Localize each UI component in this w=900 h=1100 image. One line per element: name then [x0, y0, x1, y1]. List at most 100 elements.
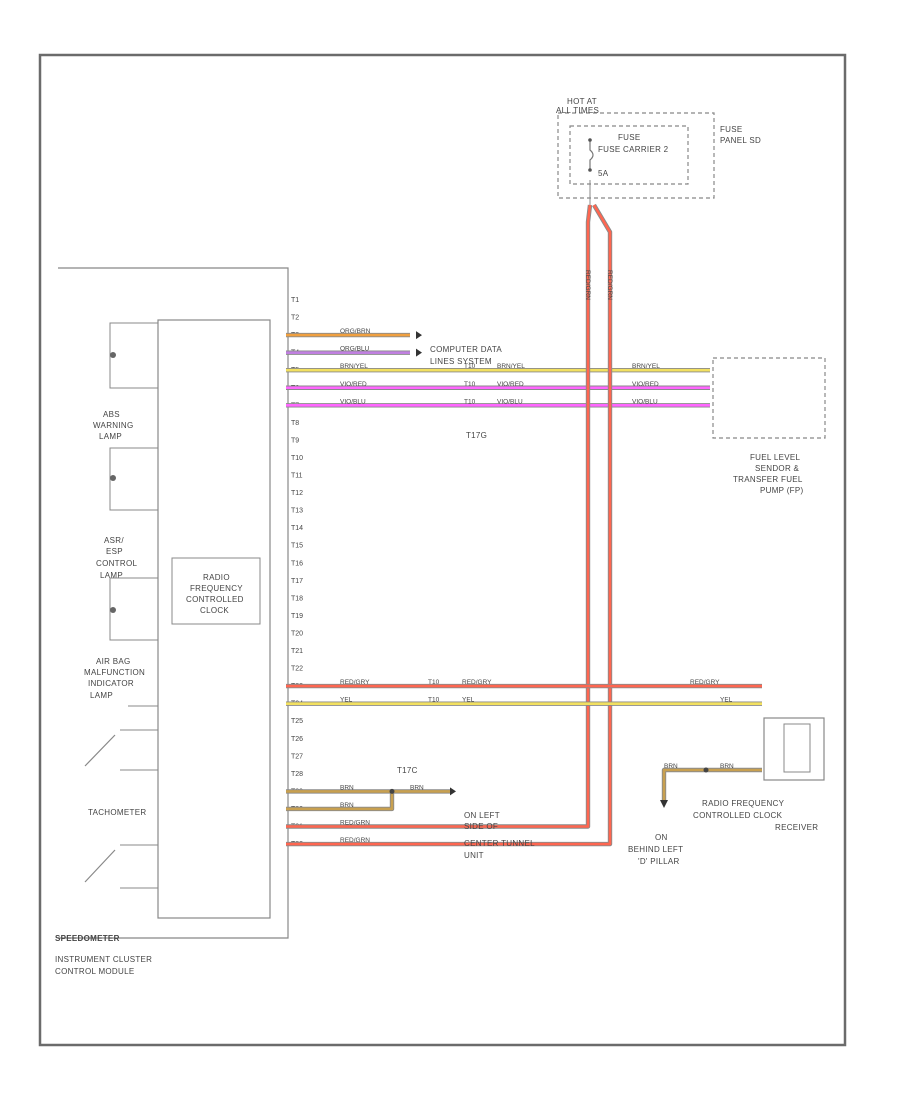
fuse-panel-box	[557, 112, 715, 199]
airbag-line2: MALFUNCTION	[84, 668, 145, 677]
wire-label-b: BRN/YEL	[497, 363, 525, 370]
wire-label-t23b: RED/GRY	[462, 679, 492, 686]
wire-label-t32: RED/GRN	[340, 837, 370, 844]
connector-pin-label: T10	[464, 363, 476, 370]
wire-label-rx-gnd-2: BRN	[664, 763, 678, 770]
fuse-panel-line2: PANEL SD	[720, 136, 761, 145]
ground-icon	[450, 787, 456, 796]
wire-label-c: VIO/RED	[632, 381, 659, 388]
clock-line3: CONTROLLED	[186, 595, 244, 604]
pin-label: T22	[291, 666, 303, 673]
tach-switch	[84, 844, 158, 889]
fuse-carrier-line2: FUSE CARRIER 2	[598, 145, 669, 154]
receiver-line3: RECEIVER	[775, 823, 818, 832]
clock-line1: RADIO	[203, 573, 230, 582]
wire-label-t24b: YEL	[462, 697, 475, 704]
pin-label: T19	[291, 613, 303, 620]
asr-line4: LAMP	[100, 571, 123, 580]
pin-label: T26	[291, 736, 303, 743]
fuel-line3: TRANSFER FUEL	[733, 475, 803, 484]
speedometer-label: SPEEDOMETER	[55, 934, 120, 943]
fuse-carrier-box	[569, 125, 689, 185]
wire-label-t24c: YEL	[720, 697, 733, 704]
receiver-box	[763, 717, 825, 781]
wire-t32	[286, 204, 612, 846]
module-line2: CONTROL MODULE	[55, 967, 134, 976]
fuse-terminal	[588, 168, 592, 172]
fuel-line4: PUMP (FP)	[760, 486, 803, 495]
wire-receiver-ground-outline	[661, 767, 762, 800]
ground-left-2: SIDE OF	[464, 822, 498, 831]
abs-line1: ABS	[103, 410, 120, 419]
airbag-line3: INDICATOR	[88, 679, 134, 688]
clock-box	[171, 557, 261, 625]
pin-label: T2	[291, 315, 299, 322]
speed-switch	[84, 729, 158, 771]
hot-label-2: ALL TIMES	[556, 106, 599, 115]
connector-pin-label: T10	[464, 381, 476, 388]
bulb-icon	[110, 607, 116, 613]
asr-line1: ASR/	[104, 536, 124, 545]
computer-data-line2: LINES SYSTEM	[430, 357, 492, 366]
wire-t32-outline	[286, 203, 613, 847]
connector-pin-label: T10	[428, 679, 440, 686]
cluster-outline	[58, 267, 289, 939]
splice-dot	[389, 788, 395, 794]
fuel-line2: SENDOR &	[755, 464, 800, 473]
airbag-line4: LAMP	[90, 691, 113, 700]
wire-label-t24: YEL	[340, 697, 353, 704]
module-line1: INSTRUMENT CLUSTER	[55, 955, 152, 964]
wire-label-a: VIO/RED	[340, 381, 367, 388]
computer-data-line1: COMPUTER DATA	[430, 345, 502, 354]
pin-label: T8	[291, 420, 299, 427]
pin-label: T10	[291, 455, 303, 462]
wire-label-t29: BRN	[340, 784, 354, 791]
wire-label-t31: RED/GRN	[340, 820, 370, 827]
ground-icon	[660, 800, 668, 808]
wire-label-t3: ORG/BRN	[340, 328, 371, 335]
fuse-panel-line1: FUSE	[720, 125, 743, 134]
clock-line4: CLOCK	[200, 606, 229, 615]
pin-label: T13	[291, 508, 303, 515]
fuel-sender-box	[712, 357, 826, 439]
pin-label: T18	[291, 595, 303, 602]
receiver-line1: RADIO FREQUENCY	[702, 799, 785, 808]
wire-t29-t30	[286, 790, 394, 811]
asr-line2: ESP	[106, 547, 123, 556]
wire-label-b: VIO/RED	[497, 381, 524, 388]
arrow-icon	[416, 331, 422, 340]
wire-label-a: BRN/YEL	[340, 363, 368, 370]
fuel-line1: FUEL LEVEL	[750, 453, 801, 462]
pin-label: T12	[291, 490, 303, 497]
pin-label: T20	[291, 630, 303, 637]
pin-label: T9	[291, 437, 299, 444]
pin-label: T17	[291, 578, 303, 585]
wire-label-t29b: BRN	[410, 784, 424, 791]
asr-line3: CONTROL	[96, 559, 137, 568]
ground-right-2: BEHIND LEFT	[628, 845, 683, 854]
wire-label-t4: ORG/BLU	[340, 346, 370, 353]
fuse-wire-label: RED/GRN	[584, 270, 591, 300]
airbag-line1: AIR BAG	[96, 657, 131, 666]
bulb-icon	[110, 352, 116, 358]
fuse-carrier-line1: FUSE	[618, 133, 641, 142]
pin-label: T16	[291, 560, 303, 567]
wire-label-t23: RED/GRY	[340, 679, 370, 686]
wire-label-t23c: RED/GRY	[690, 679, 720, 686]
pin-label: T27	[291, 753, 303, 760]
wire-label-c: BRN/YEL	[632, 363, 660, 370]
connector-pin-label: T10	[464, 398, 476, 405]
receiver-inner	[783, 723, 811, 773]
pin-label: T1	[291, 297, 299, 304]
pin-label: T14	[291, 525, 303, 532]
pin-label: T28	[291, 771, 303, 778]
wire-t31	[286, 204, 592, 828]
splice-dot	[703, 767, 709, 773]
diagram-frame	[38, 53, 847, 1047]
fuse-block: HOT AT ALL TIMES FUSE FUSE CARRIER 2 5A …	[556, 97, 761, 205]
cluster-inner-box	[157, 319, 271, 919]
fuse-id: 5A	[598, 169, 609, 178]
ground-left-3: CENTER TUNNEL	[464, 839, 535, 848]
abs-line3: LAMP	[99, 432, 122, 441]
